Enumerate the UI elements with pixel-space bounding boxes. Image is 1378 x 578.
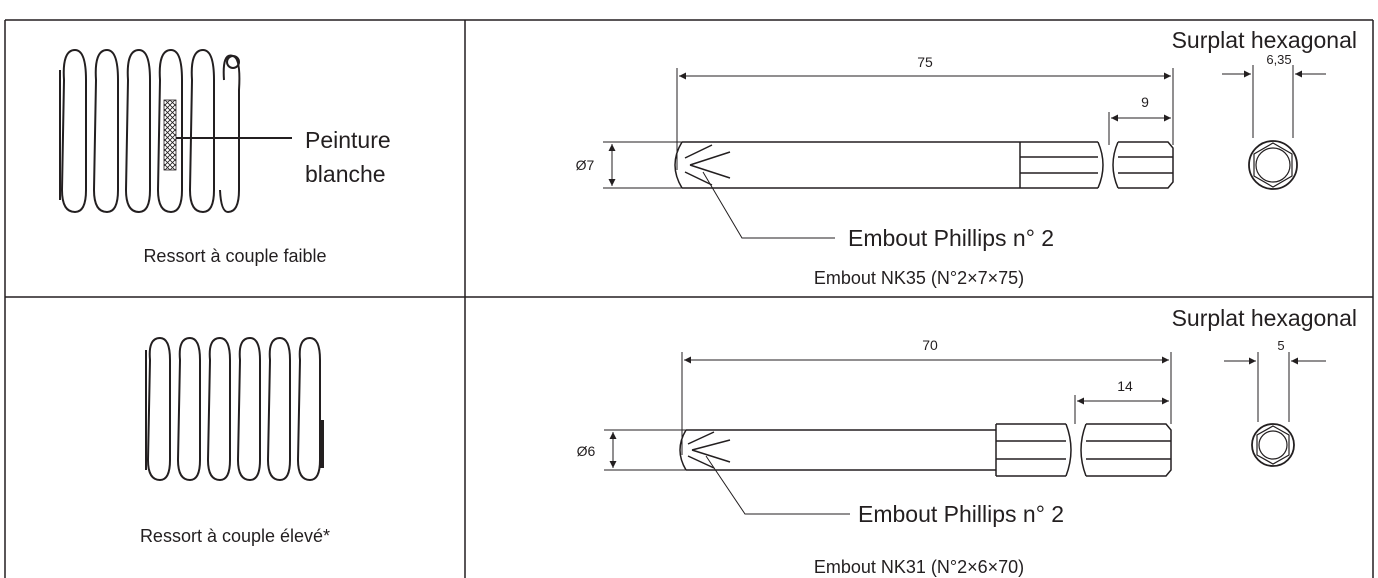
hex-length-dim-2: 14 bbox=[1117, 378, 1133, 394]
low-torque-spring bbox=[59, 48, 292, 214]
diameter-dim-2: Ø6 bbox=[577, 443, 596, 459]
tip-label-2: Embout Phillips n° 2 bbox=[858, 501, 1064, 527]
hex-flat-dim-2: 5 bbox=[1277, 338, 1284, 353]
spring-caption-low: Ressort à couple faible bbox=[143, 246, 326, 266]
hex-title-2: Surplat hexagonal bbox=[1172, 305, 1357, 331]
hex-title-1: Surplat hexagonal bbox=[1172, 27, 1357, 53]
tip-label-1: Embout Phillips n° 2 bbox=[848, 225, 1054, 251]
bit-nk35-drawing bbox=[603, 65, 1326, 239]
hex-flat-dim-1: 6,35 bbox=[1266, 52, 1291, 67]
length-dim-1: 75 bbox=[917, 54, 933, 70]
diameter-dim-1: Ø7 bbox=[576, 157, 595, 173]
hex-length-dim-1: 9 bbox=[1141, 94, 1149, 110]
paint-label-line2: blanche bbox=[305, 161, 386, 187]
bit-caption-1: Embout NK35 (N°2×7×75) bbox=[814, 268, 1024, 288]
bit-caption-2: Embout NK31 (N°2×6×70) bbox=[814, 557, 1024, 577]
spring-caption-high: Ressort à couple élevé* bbox=[140, 526, 330, 546]
high-torque-spring bbox=[145, 336, 324, 482]
length-dim-2: 70 bbox=[922, 337, 938, 353]
bit-nk31-drawing bbox=[604, 352, 1326, 515]
paint-label-line1: Peinture bbox=[305, 127, 391, 153]
table-grid bbox=[4, 19, 1374, 578]
